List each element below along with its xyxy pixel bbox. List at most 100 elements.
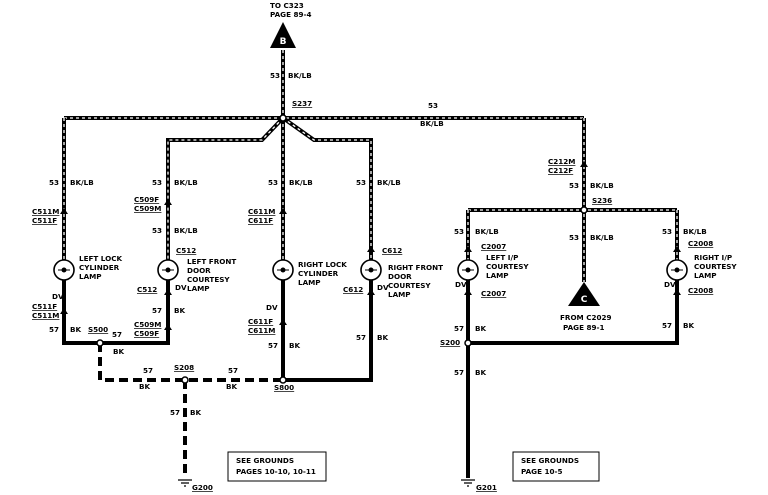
wire-53-right-front (281, 116, 373, 262)
connector-marks (60, 161, 681, 330)
svg-text:57: 57 (49, 325, 59, 334)
svg-text:BK: BK (139, 382, 150, 391)
svg-text:57: 57 (454, 324, 464, 333)
svg-text:SEE GROUNDS: SEE GROUNDS (521, 456, 579, 465)
connector-c2007-bottom: C2007 (481, 289, 506, 298)
svg-text:LAMP: LAMP (298, 278, 321, 287)
svg-text:CYLINDER: CYLINDER (298, 269, 339, 278)
svg-text:LAMP: LAMP (187, 284, 210, 293)
splice-s236: S236 (592, 196, 612, 205)
svg-text:57: 57 (454, 368, 464, 377)
svg-text:53: 53 (49, 178, 59, 187)
svg-text:BK: BK (70, 325, 81, 334)
svg-text:PAGE 10-5: PAGE 10-5 (521, 467, 562, 476)
svg-text:57: 57 (170, 408, 180, 417)
svg-text:BK: BK (226, 382, 237, 391)
svg-text:BK: BK (190, 408, 201, 417)
svg-text:COURTESY: COURTESY (694, 262, 737, 271)
ground-g201-icon (461, 479, 475, 487)
svg-text:COURTESY: COURTESY (388, 281, 431, 290)
ground-note-left (227, 451, 327, 482)
svg-text:DV: DV (52, 292, 64, 301)
svg-text:53: 53 (454, 227, 464, 236)
connector-c2008-top: C2008 (688, 239, 713, 248)
svg-text:LAMP: LAMP (79, 272, 102, 281)
svg-text:RIGHT FRONT: RIGHT FRONT (388, 263, 443, 272)
svg-text:57: 57 (228, 366, 238, 375)
svg-text:DV: DV (455, 280, 467, 289)
svg-text:DV: DV (266, 303, 278, 312)
svg-text:BK/LB: BK/LB (590, 181, 614, 190)
svg-text:DV: DV (175, 283, 187, 292)
svg-text:57: 57 (152, 306, 162, 315)
svg-text:BK: BK (174, 306, 185, 315)
svg-text:57: 57 (268, 341, 278, 350)
svg-text:CYLINDER: CYLINDER (79, 263, 120, 272)
splice-dots (96, 114, 588, 384)
connector-c511m: C511M (32, 207, 59, 216)
ground-g200-icon (178, 479, 192, 487)
svg-text:BK: BK (289, 341, 300, 350)
svg-text:COURTESY: COURTESY (187, 275, 230, 284)
lamp-right-ip-icon (666, 259, 688, 281)
svg-text:C511F: C511F (32, 302, 57, 311)
bk-wires (62, 278, 679, 478)
ground-note-right (512, 451, 600, 482)
bk-dashed-wires (98, 343, 283, 478)
svg-text:C509F: C509F (134, 329, 159, 338)
svg-text:BK/LB: BK/LB (683, 227, 707, 236)
svg-text:57: 57 (662, 321, 672, 330)
svg-text:RIGHT LOCK: RIGHT LOCK (298, 260, 347, 269)
svg-text:57: 57 (112, 330, 122, 339)
ground-g201: G201 (476, 483, 497, 492)
ground-g200: G200 (192, 483, 213, 492)
svg-text:BK/LB: BK/LB (70, 178, 94, 187)
svg-text:53: 53 (569, 233, 579, 242)
connector-c2008-bottom: C2008 (688, 286, 713, 295)
svg-text:PAGES 10-10, 10-11: PAGES 10-10, 10-11 (236, 467, 316, 476)
wire-57-left-front (100, 278, 170, 345)
splice-s200: S200 (440, 338, 460, 347)
svg-text:BK/LB: BK/LB (590, 233, 614, 242)
connector-c2007-top: C2007 (481, 242, 506, 251)
svg-text:53: 53 (268, 178, 278, 187)
svg-text:53: 53 (662, 227, 672, 236)
svg-text:BK: BK (377, 333, 388, 342)
splice-s800: S800 (274, 383, 294, 392)
svg-text:C611F: C611F (248, 317, 273, 326)
svg-text:53: 53 (428, 101, 438, 110)
svg-text:DOOR: DOOR (388, 272, 412, 281)
svg-text:SEE GROUNDS: SEE GROUNDS (236, 456, 294, 465)
svg-text:BK/LB: BK/LB (288, 71, 312, 80)
lamp-right-lock-icon (272, 259, 294, 281)
svg-text:DOOR: DOOR (187, 266, 211, 275)
svg-text:BK/LB: BK/LB (475, 227, 499, 236)
wire-57-right-ip (468, 278, 679, 345)
svg-text:BK/LB: BK/LB (174, 178, 198, 187)
svg-text:LAMP: LAMP (694, 271, 717, 280)
from-line2: PAGE 89-1 (563, 323, 604, 332)
connector-c611m: C611M (248, 207, 275, 216)
svg-text:BK/LB: BK/LB (377, 178, 401, 187)
connector-c512-bottom: C512 (137, 285, 157, 294)
svg-text:53: 53 (152, 226, 162, 235)
svg-text:53: 53 (569, 181, 579, 190)
svg-text:BK/LB: BK/LB (174, 226, 198, 235)
connector-b-icon: B (270, 22, 296, 48)
svg-text:C511M: C511M (32, 311, 59, 320)
connector-c612-top: C612 (382, 246, 402, 255)
svg-text:53: 53 (270, 71, 280, 80)
svg-text:BK: BK (475, 368, 486, 377)
svg-text:BK/LB: BK/LB (289, 178, 313, 187)
svg-text:BK: BK (683, 321, 694, 330)
svg-text:53: 53 (356, 178, 366, 187)
splice-s237: S237 (292, 99, 312, 108)
wire-57-s500-s800 (98, 343, 283, 382)
splice-s500: S500 (88, 325, 108, 334)
svg-text:LEFT LOCK: LEFT LOCK (79, 254, 123, 263)
from-line1: FROM C2029 (560, 313, 612, 322)
top-line2: PAGE 89-4 (270, 10, 311, 19)
svg-text:BK: BK (475, 324, 486, 333)
svg-text:DV: DV (377, 283, 389, 292)
connector-c512-top: C512 (176, 246, 196, 255)
